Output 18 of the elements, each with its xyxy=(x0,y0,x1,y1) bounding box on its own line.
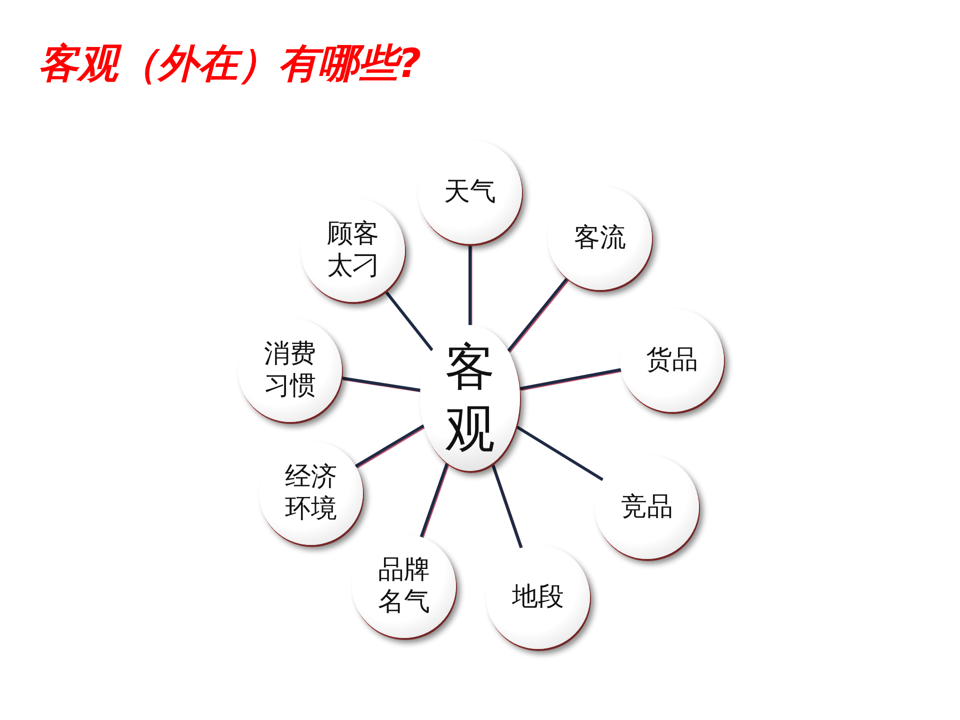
topic-label: 客流 xyxy=(573,222,627,254)
title: 客观（外在）有哪些? xyxy=(38,40,422,89)
connector-line xyxy=(354,424,426,468)
connector-line xyxy=(490,462,524,550)
topic-label: 经济环境 xyxy=(284,461,338,525)
topic-label: 消费习惯 xyxy=(263,338,317,402)
center-label: 客观 xyxy=(444,337,496,460)
topic-label: 货品 xyxy=(645,344,699,376)
connector-line xyxy=(519,368,623,391)
connector-line xyxy=(420,462,450,539)
connector-line xyxy=(507,277,570,353)
topic-label: 竞品 xyxy=(620,491,674,523)
topic-label: 品牌名气 xyxy=(377,554,431,618)
topic-label: 顾客太刁 xyxy=(326,218,380,282)
connector-line xyxy=(468,244,472,326)
topic-label: 地段 xyxy=(511,581,565,613)
topic-label: 天气 xyxy=(443,176,497,208)
connector-line xyxy=(341,376,422,392)
